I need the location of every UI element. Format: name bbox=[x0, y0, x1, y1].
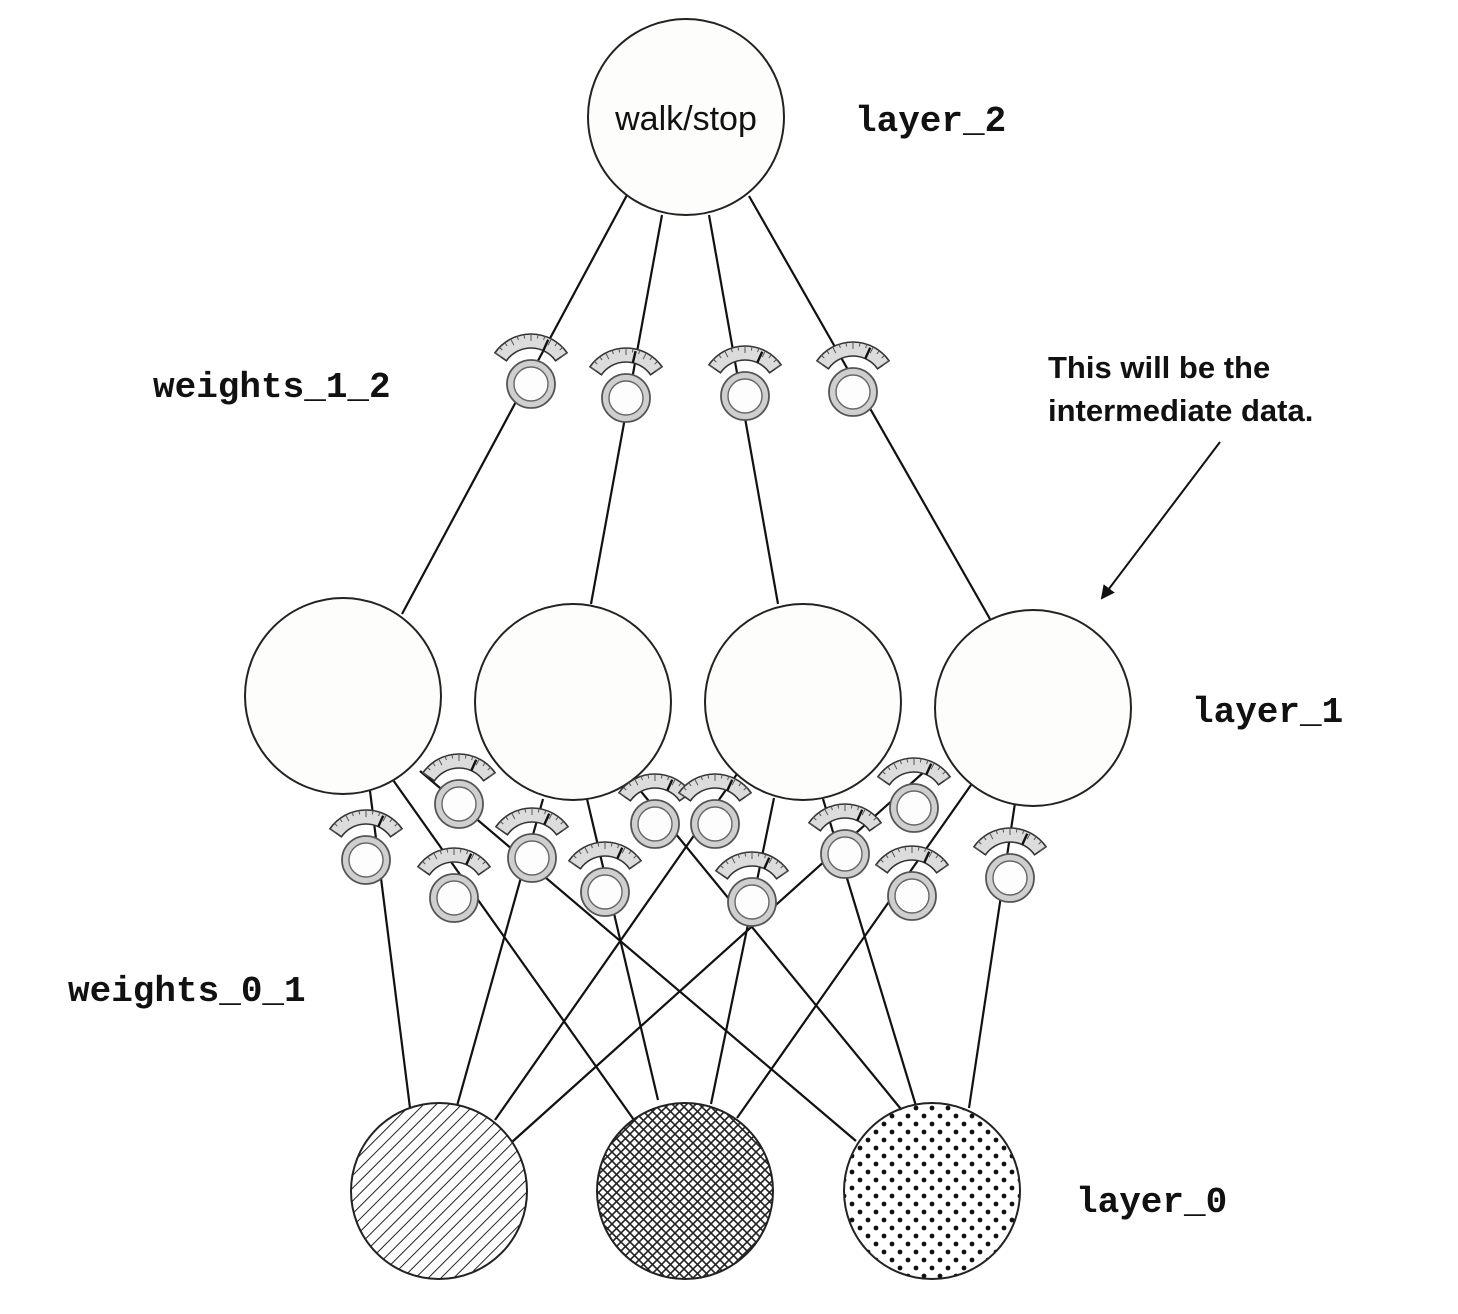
annotation-line-1: This will be the bbox=[1048, 350, 1270, 385]
weight-dial-icon bbox=[677, 773, 753, 849]
weight-dial-icon bbox=[807, 803, 883, 879]
weight-dial-icon bbox=[494, 807, 570, 883]
input-node-dots bbox=[843, 1102, 1021, 1280]
hidden-node-2 bbox=[474, 603, 672, 801]
weight-dial-icon bbox=[874, 845, 950, 921]
weight-dial-icon bbox=[567, 841, 643, 917]
hidden-node-1 bbox=[244, 597, 442, 795]
weight-dial-icon bbox=[617, 773, 693, 849]
input-node-diagonal-stripes bbox=[350, 1102, 528, 1280]
weight-dial-icon bbox=[707, 345, 783, 421]
weight-dial-icon bbox=[588, 347, 664, 423]
weight-dial-icon bbox=[416, 847, 492, 923]
weights-0-1-label: weights_0_1 bbox=[68, 971, 306, 1012]
connections bbox=[368, 194, 1017, 1143]
layer-2-label: layer_2 bbox=[855, 101, 1006, 142]
output-node-label: walk/stop bbox=[614, 100, 757, 138]
weights-1-2-label: weights_1_2 bbox=[153, 367, 391, 408]
annotation-arrow bbox=[1100, 441, 1221, 600]
edge-in-h-2 bbox=[392, 779, 635, 1121]
weight-dial-icon bbox=[714, 851, 790, 927]
hidden-node-4 bbox=[934, 609, 1132, 807]
neurons bbox=[244, 18, 1132, 1280]
weight-dial-icon bbox=[421, 753, 497, 829]
layer-0-label: layer_0 bbox=[1076, 1182, 1227, 1223]
weight-dial-icon bbox=[815, 341, 891, 417]
edge-h1-out bbox=[401, 194, 628, 615]
annotation-line-2: intermediate data. bbox=[1048, 393, 1313, 428]
weight-dial-icon bbox=[972, 827, 1048, 903]
input-node-crosshatch bbox=[596, 1102, 774, 1280]
weight-dial-icon bbox=[493, 333, 569, 409]
output-node bbox=[587, 18, 785, 216]
hidden-node-3 bbox=[704, 603, 902, 801]
layer-1-label: layer_1 bbox=[1192, 692, 1343, 733]
edge-in-h-11 bbox=[736, 784, 972, 1119]
weight-dial-icon bbox=[328, 809, 404, 885]
edge-in-h-3 bbox=[419, 770, 857, 1142]
weight-dials bbox=[328, 333, 1048, 927]
weight-dial-icon bbox=[876, 757, 952, 833]
edge-in-h-8 bbox=[709, 797, 776, 1105]
